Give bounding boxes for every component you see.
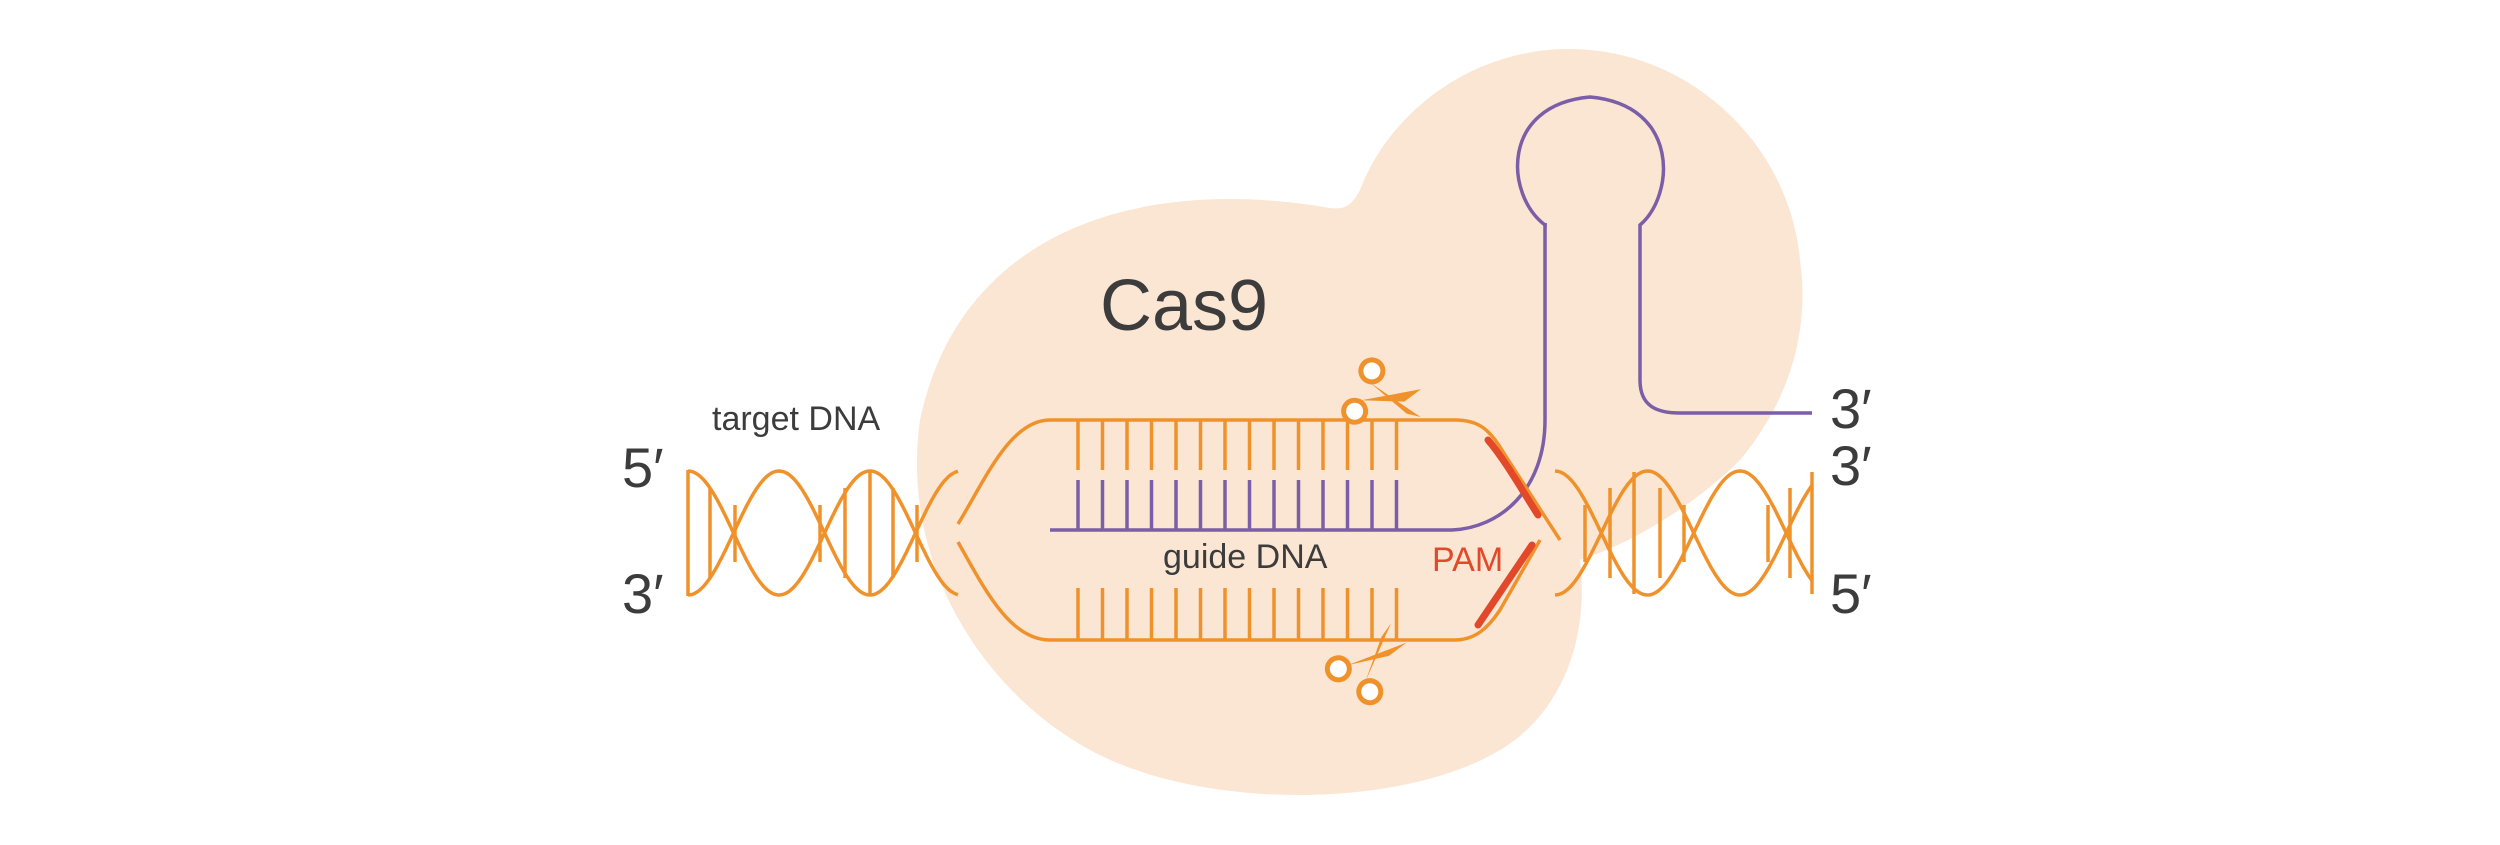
base-pair-rungs — [686, 420, 1814, 640]
left-bottom-end-label: 3′ — [622, 562, 664, 625]
target-dna-label: target DNA — [712, 400, 880, 438]
cas9-label: Cas9 — [1100, 266, 1268, 346]
pam-sequence-marks — [1474, 436, 1542, 629]
scissors-icon — [1341, 357, 1422, 425]
guide-dna-label: guide DNA — [1163, 538, 1328, 576]
guide-rna-strand — [1050, 95, 1812, 532]
right-bottom-end-label: 5′ — [1830, 562, 1872, 625]
pam-label: PAM — [1432, 541, 1503, 579]
right-guide-end-label: 3′ — [1830, 377, 1872, 440]
scissors-icon — [1324, 622, 1407, 706]
right-top-end-label: 3′ — [1830, 434, 1872, 497]
left-top-end-label: 5′ — [622, 436, 664, 499]
target-dna-strands — [687, 418, 1814, 642]
